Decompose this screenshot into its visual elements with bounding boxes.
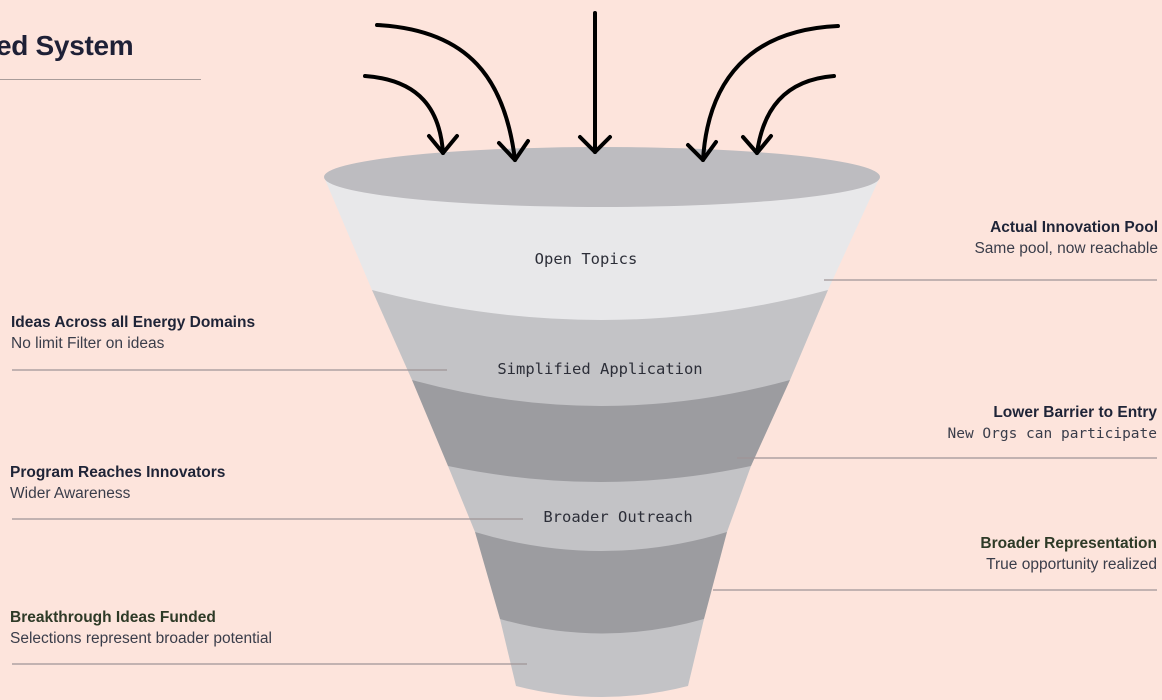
stage-label-broader-outreach: Broader Outreach <box>543 508 693 526</box>
annotation-subtext: Same pool, now reachable <box>974 240 1158 257</box>
annotation-breakthrough-ideas: Breakthrough Ideas Funded Selections rep… <box>10 608 272 650</box>
annotation-subtext: New Orgs can participate <box>947 426 1157 442</box>
funnel-band-1 <box>324 177 880 320</box>
annotation-subtext: Selections represent broader potential <box>10 630 272 647</box>
title-divider <box>0 79 201 80</box>
annotation-subtext: True opportunity realized <box>986 556 1157 573</box>
annotation-broader-representation: Broader Representation True opportunity … <box>980 534 1157 576</box>
annotation-ideas-across-domains: Ideas Across all Energy Domains No limit… <box>11 313 255 355</box>
funnel-band-2 <box>372 290 828 406</box>
annotation-heading: Breakthrough Ideas Funded <box>10 609 216 626</box>
stage-label-open-topics: Open Topics <box>534 250 638 268</box>
annotation-subtext: Wider Awareness <box>10 485 131 502</box>
stage-label-simplified-application: Simplified Application <box>497 360 703 378</box>
page-title: ed System <box>0 30 134 61</box>
arrow-icon <box>375 23 530 162</box>
arrow-icon <box>578 11 612 154</box>
annotation-heading: Actual Innovation Pool <box>990 219 1158 236</box>
arrow-icon <box>363 74 459 155</box>
arrow-icon <box>686 24 840 162</box>
funnel-band-5 <box>475 532 727 634</box>
annotation-heading: Ideas Across all Energy Domains <box>11 314 256 331</box>
annotation-heading: Lower Barrier to Entry <box>993 404 1157 421</box>
arrow-icon <box>741 74 836 155</box>
annotation-subtext: No limit Filter on ideas <box>11 335 165 352</box>
funnel-band-3 <box>412 380 790 482</box>
annotation-heading: Broader Representation <box>980 535 1157 552</box>
funnel-rim <box>324 147 880 207</box>
annotation-innovation-pool: Actual Innovation Pool Same pool, now re… <box>974 218 1158 260</box>
funnel-band-4 <box>448 466 751 551</box>
annotation-program-reaches: Program Reaches Innovators Wider Awarene… <box>10 463 225 505</box>
annotation-heading: Program Reaches Innovators <box>10 464 226 481</box>
annotation-lower-barrier: Lower Barrier to Entry New Orgs can part… <box>947 403 1157 445</box>
funnel-neck <box>500 619 704 697</box>
